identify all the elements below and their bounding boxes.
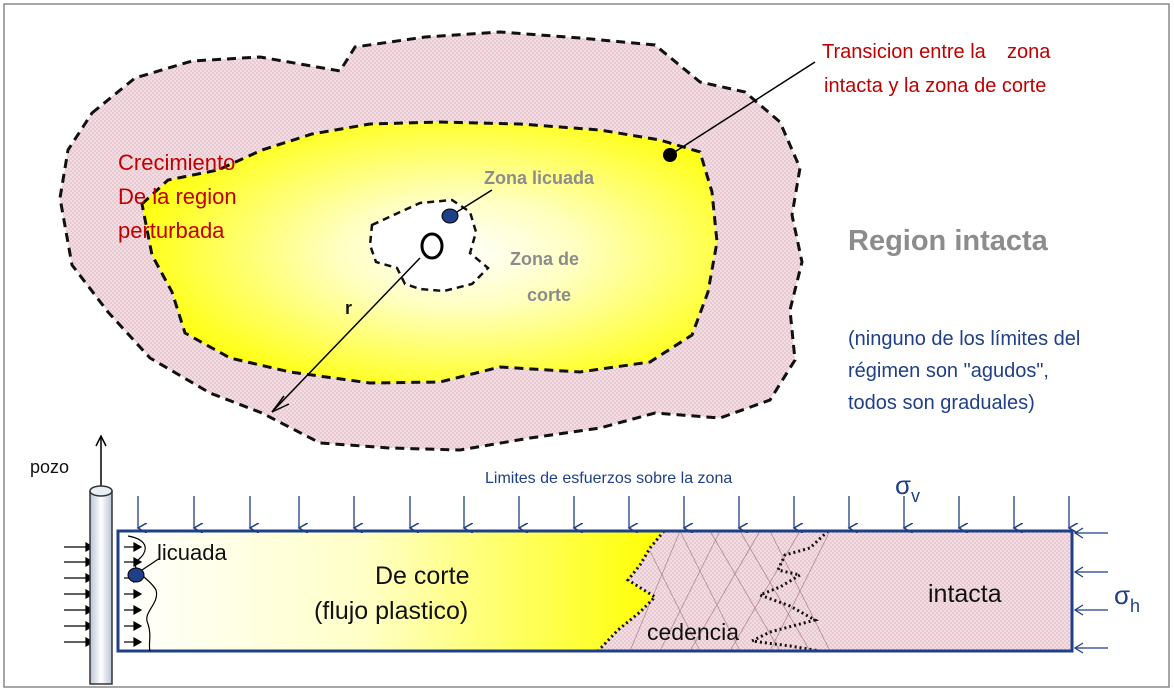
radius-arrowhead [271,395,290,413]
horizontal-stress-arrows [1073,527,1108,654]
yield-hatching [629,530,831,652]
well-pipe [89,490,113,685]
growth-label-line1: Crecimiento [118,150,235,175]
radius-label: r [345,298,352,318]
transition-label-line2: intacta y la zona de corte [824,75,1046,97]
shear-bar-label-line1: De corte [375,562,469,590]
stress-limits-label: Limites de esfuerzos sobre la zona [485,470,732,487]
sigma-h-label: σh [1114,580,1140,616]
shear-zone-label-line2: corte [527,285,571,305]
liquefied-bar-dot [127,567,145,583]
transition-label-line1b: zona [1007,41,1051,63]
yield-intact-boundary [746,529,830,653]
sigma-v-label: σv [895,470,920,506]
well-label: pozo [30,457,69,477]
intact-region-label: Region intacta [848,225,1049,257]
note-line2: régimen son "agudos", [848,360,1049,382]
well-arrow-head [95,434,107,447]
zone-bar-outline [116,529,1074,653]
wellbore-circle [420,232,444,260]
bar-shear-portion [118,531,664,651]
intact-bar-label: intacta [928,580,1002,608]
well-pipe-top [89,485,113,497]
shear-zone-label-line1: Zona de [510,249,579,269]
liquefied-zone-label: Zona licuada [484,168,595,188]
note-line3: todos son graduales) [848,392,1035,414]
vertical-stress-arrows [138,496,1069,528]
liquefied-pointer-line [451,189,493,216]
transition-pointer-dot [663,148,677,162]
liquefied-boundary [127,535,158,652]
yield-bar-label: cedencia [647,619,739,645]
growth-label-line3: perturbada [118,218,225,243]
shear-bar-label-line2: (flujo plastico) [314,597,468,625]
growth-label-line2: De la region [118,184,237,209]
liquefied-bar-label: licuada [157,540,227,565]
transition-pointer-line [669,61,816,156]
liquefied-pointer-dot [441,208,459,224]
radius-line [271,257,421,413]
note-line1: (ninguno de los límites del [848,328,1080,350]
shear-yield-boundary [596,530,666,653]
transition-label-line1: Transicion entre la [822,41,987,63]
